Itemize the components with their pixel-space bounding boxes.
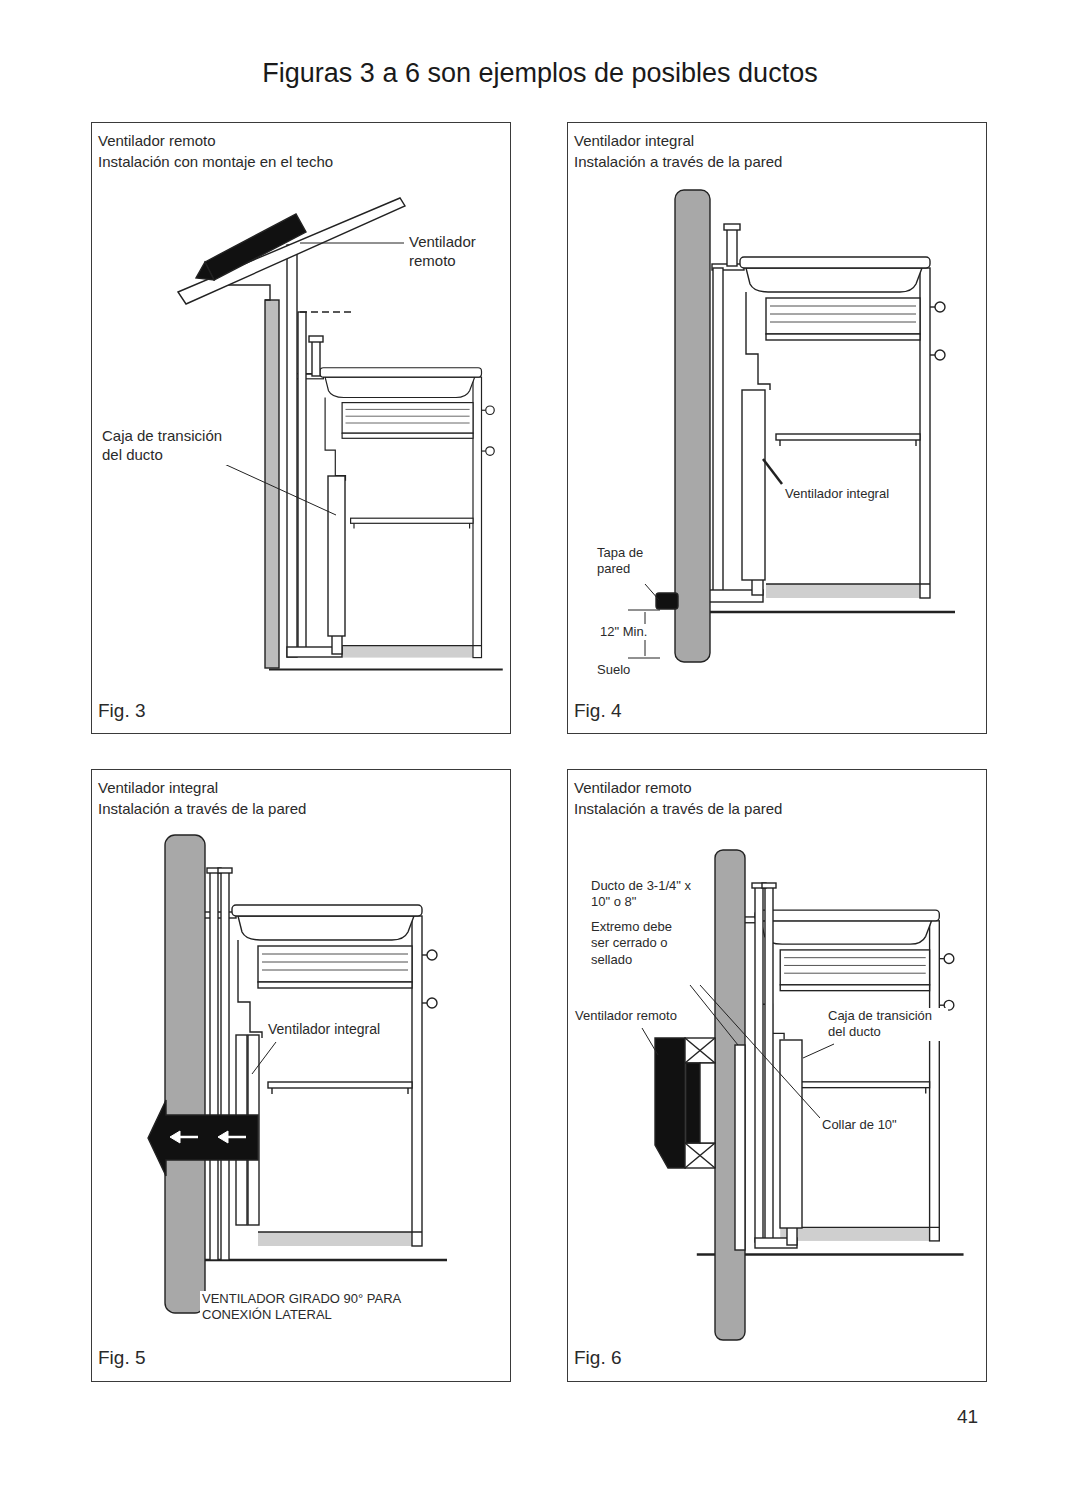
figure-4-art-part [727,228,737,266]
figure-6-art-part [762,883,776,888]
panel-subheading: Instalación a través de la pared [574,800,782,817]
figure-3-art-part [312,340,320,376]
figure-6-art-part [755,887,763,1242]
figure-6-art-part [735,1045,745,1250]
figure-5-art-part [165,835,205,1313]
figure-3-art-part [332,634,342,654]
figure-5-art-part [252,1042,276,1074]
panel-heading: Ventilador remoto [98,132,216,149]
figure-6-art-part [655,1038,685,1168]
figure-3-art-part [205,214,306,280]
figure-4-art-part [628,658,660,659]
figure-3-art-part [287,245,297,657]
figure-panel: Ventilador integralInstalación a través … [567,122,987,734]
part-label: Caja de transición del ducto [826,1008,948,1041]
figure-6-art-part [685,1038,715,1063]
figure-number: Fig. 5 [98,1347,146,1369]
figure-4-art-part [713,268,723,600]
figure-5-art-part-part [218,1131,228,1143]
figure-4-art-part [645,584,659,600]
part-label: Ventilador remoto [407,233,493,271]
figure-3-art-part [298,312,306,652]
figure-3-art-part [306,373,312,374]
figure-6-art-part [685,1038,715,1063]
figure-number: Fig. 6 [574,1347,622,1369]
page-number: 41 [955,1405,980,1429]
note-text: VENTILADOR GIRADO 90° PARA CONEXIÓN LATE… [200,1291,454,1324]
figure-6-art-part [690,985,738,1045]
figure-number: Fig. 3 [98,700,146,722]
figure-4-art-part [675,190,710,662]
figure-3-art-part [196,262,214,280]
panel-subheading: Instalación con montaje en el techo [98,153,333,170]
figure-5-art [148,835,447,1313]
part-label: Suelo [595,662,632,678]
figure-panel: Ventilador remotoInstalación a través de… [567,769,987,1382]
figure-4-art-part [763,459,782,484]
panel-subheading: Instalación a través de la pared [98,800,306,817]
figure-6-art-part [700,1063,715,1143]
figure-5-art-part [148,1100,258,1176]
part-label: Ventilador remoto [573,1008,679,1024]
part-label: Ventilador integral [783,486,891,502]
panel-heading: Ventilador integral [574,132,694,149]
figure-4-art [628,190,955,662]
figure-5-art-part [170,1131,246,1143]
figure-6-art-part [686,1063,700,1143]
figure-6-art-part [685,1143,715,1168]
figure-4-art-part [656,593,678,609]
figure-5-art-part [210,872,218,1260]
part-label: Caja de transición del ducto [100,427,246,465]
figure-5-art-part-part [170,1131,180,1143]
panel-heading: Ventilador remoto [574,779,692,796]
figure-6-art-part [685,1143,715,1168]
part-label: Ducto de 3-1/4" x 10" o 8" [589,878,705,911]
figure-5-art-part [221,872,229,1260]
part-label: Ventilador integral [266,1021,382,1039]
part-label: Collar de 10" [820,1117,899,1133]
figure-3-art-part [300,311,352,312]
figure-4-art-part [742,390,765,580]
figure-6-art-part [685,1143,715,1168]
figure-4-art-part [628,610,660,611]
figure-6-art-part [780,1040,802,1228]
figure-6-art-part [685,1038,715,1063]
figure-3-art-part [178,198,405,304]
figure-5-art-part [218,868,232,873]
note-text: Extremo debe ser cerrado o sellado [589,919,693,968]
figure-3-art-part [328,476,345,636]
part-label: Tapa de pared [595,545,659,578]
page-title: Figuras 3 a 6 son ejemplos de posibles d… [0,58,1080,89]
figure-number: Fig. 4 [574,700,622,722]
figure-4-art-part [680,257,955,612]
figure-4-art-part [724,224,740,230]
figure-6-art-part [642,1028,658,1055]
figure-6-art-part [700,985,820,1118]
figure-3-art-part [300,243,404,244]
figure-6-art-part [803,1044,834,1058]
dimension-label: 12" Min. [598,624,649,640]
panel-subheading: Instalación a través de la pared [574,153,782,170]
panel-heading: Ventilador integral [98,779,218,796]
figure-6-art-part [715,850,745,1340]
figure-3-art-part [309,336,323,342]
